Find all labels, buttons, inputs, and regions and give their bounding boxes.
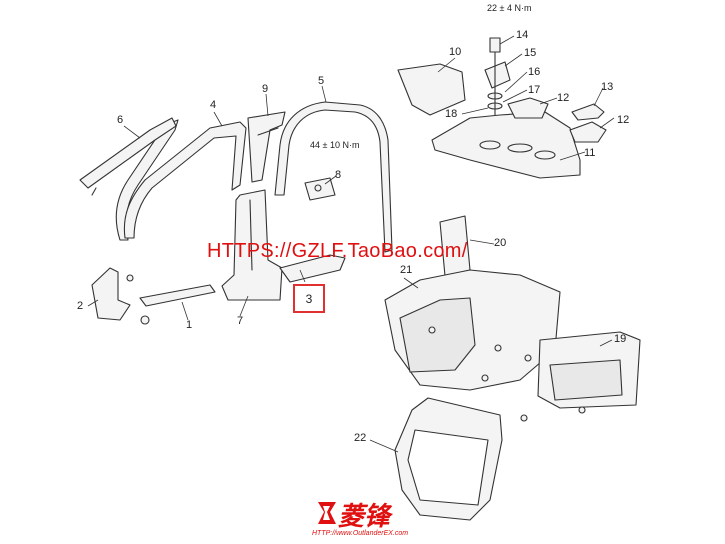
part-11-shelf xyxy=(431,111,581,179)
part-19-panel xyxy=(537,331,641,414)
callout-8: 8 xyxy=(335,169,342,181)
part-1-trim xyxy=(139,284,216,307)
callout-1: 1 xyxy=(186,319,193,331)
highlight-callout-3: 3 xyxy=(293,284,325,313)
part-8-anchor xyxy=(304,177,336,201)
brand-logo: 菱锋 HTTP://www.OutlanderEX.com xyxy=(312,496,432,542)
part-5-trim xyxy=(274,101,393,253)
callout-6: 6 xyxy=(117,114,124,126)
part-4-trim xyxy=(123,121,247,239)
leader-lines xyxy=(87,35,615,453)
callout-18: 18 xyxy=(445,108,458,120)
callout-5: 5 xyxy=(318,75,325,87)
callout-12a: 12 xyxy=(557,92,570,104)
brand-mark-icon xyxy=(318,502,336,524)
part-6-trim xyxy=(79,117,179,241)
torque-mid-fastener: 44 ± 10 N·m xyxy=(310,140,360,150)
part-9-trim xyxy=(247,111,286,183)
callout-10: 10 xyxy=(449,46,462,58)
part-12-covers xyxy=(507,97,607,143)
brand-name: 菱锋 xyxy=(338,502,391,532)
torque-top-bolt: 22 ± 4 N·m xyxy=(487,3,532,13)
part-3-trim xyxy=(279,254,346,283)
watermark-url: HTTPS://GZLF.TaoBao.com/ xyxy=(207,240,468,262)
part-10-trim xyxy=(397,63,466,116)
callout-3: 3 xyxy=(305,291,313,306)
part-22-cover xyxy=(394,397,528,521)
callout-16: 16 xyxy=(528,66,541,78)
brand-url: HTTP://www.OutlanderEX.com xyxy=(312,530,409,537)
callout-14: 14 xyxy=(516,29,529,41)
callout-2: 2 xyxy=(77,300,84,312)
callout-15: 15 xyxy=(524,47,537,59)
callout-22: 22 xyxy=(354,432,367,444)
part-21-trim xyxy=(384,269,561,391)
callout-19: 19 xyxy=(614,333,627,345)
callout-21: 21 xyxy=(400,264,413,276)
callout-7: 7 xyxy=(237,315,244,327)
callout-4: 4 xyxy=(210,99,217,111)
callout-9: 9 xyxy=(262,83,269,95)
callout-11: 11 xyxy=(584,147,596,159)
part-7-trim xyxy=(221,189,283,301)
callout-20: 20 xyxy=(494,237,507,249)
part-2-bracket xyxy=(91,267,150,325)
callout-12b: 12 xyxy=(617,114,630,126)
callout-13: 13 xyxy=(601,81,614,93)
callout-17: 17 xyxy=(528,84,541,96)
